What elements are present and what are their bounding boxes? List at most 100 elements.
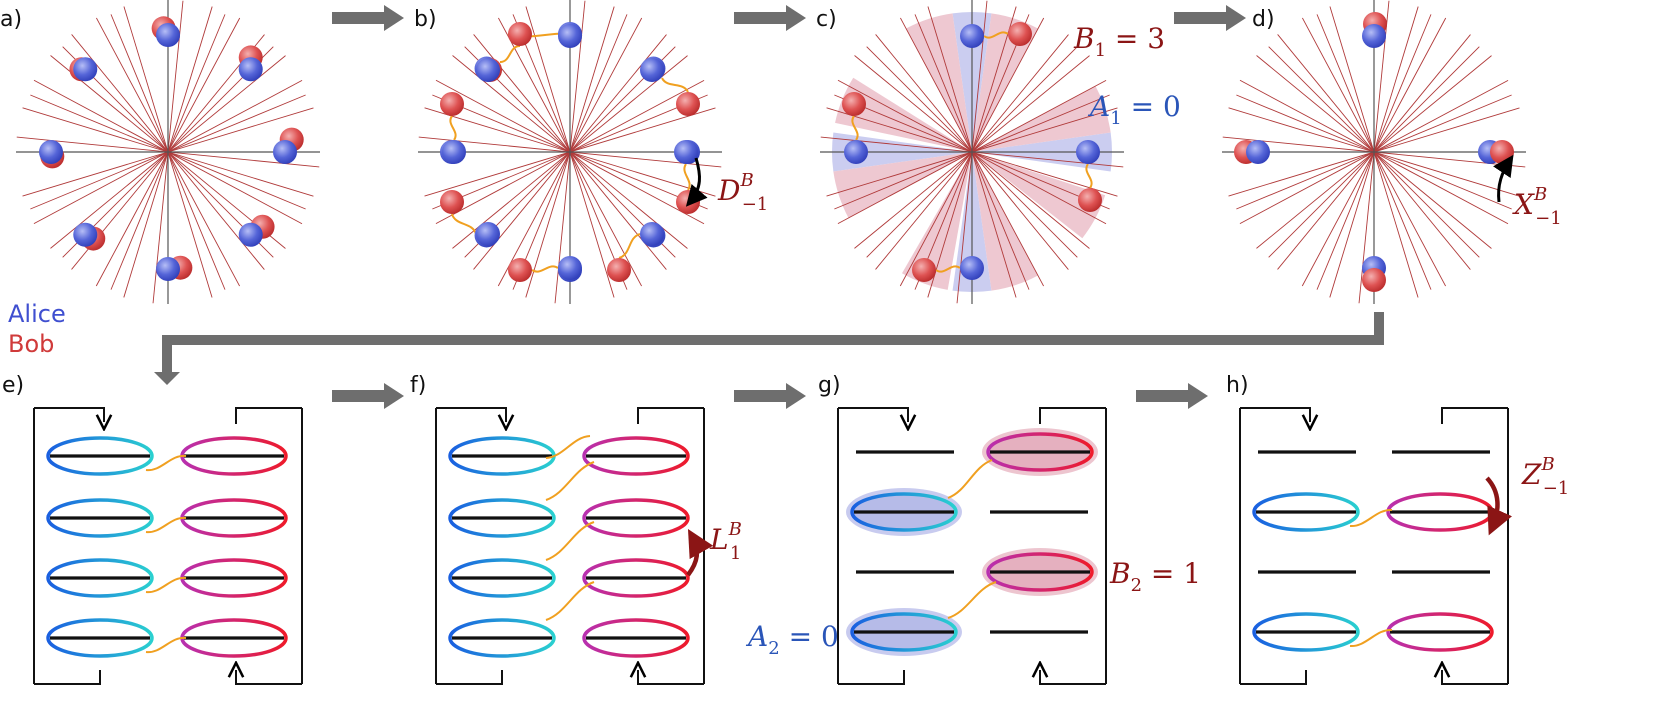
bob-ball xyxy=(842,92,866,116)
bob-ball xyxy=(440,92,464,116)
alice-ball xyxy=(1362,24,1386,48)
op-d-label: DB−1 xyxy=(717,170,768,215)
ladder-e-frame xyxy=(236,670,302,685)
alice-ball xyxy=(960,24,984,48)
alice-ball xyxy=(156,23,180,47)
arrow-l-op xyxy=(686,528,714,577)
step-arrow-b-c xyxy=(734,5,806,31)
ladder-f-frame xyxy=(637,407,704,424)
alice-ball xyxy=(640,58,664,82)
bob-ball xyxy=(508,22,532,46)
orbital-link xyxy=(545,581,595,621)
alice-ball xyxy=(558,24,582,48)
orbital-link xyxy=(545,521,595,561)
step-arrow-c-d xyxy=(1174,5,1246,31)
alice-orbital xyxy=(1252,612,1360,652)
ladder-f-frame xyxy=(436,670,503,685)
alice-orbital xyxy=(46,498,154,538)
result-b1-label: B1 = 3 xyxy=(1073,22,1165,61)
link xyxy=(1085,163,1093,189)
bob-orbital xyxy=(582,558,690,598)
alice-ball xyxy=(1076,140,1100,164)
op-z-label: ZB−1 xyxy=(1521,454,1569,499)
orbital-link xyxy=(947,459,993,499)
panel-label-a: a) xyxy=(0,7,22,32)
alice-orbital xyxy=(46,558,154,598)
bob-ball xyxy=(1008,22,1032,46)
ladder-f-frame xyxy=(638,670,704,685)
panel-label-g: g) xyxy=(818,373,841,398)
step-arrow-f-g xyxy=(734,383,806,409)
ladder-h-frame xyxy=(1240,670,1307,685)
alice-ball xyxy=(960,256,984,280)
alice-ball xyxy=(238,57,263,82)
link xyxy=(451,213,477,235)
step-arrow-a-b xyxy=(332,5,404,31)
op-x-label: XB−1 xyxy=(1512,184,1562,229)
wedge-bob xyxy=(972,152,1038,291)
ladder-panels xyxy=(33,407,1509,685)
orbital-link xyxy=(947,581,997,619)
ladder-h-frame xyxy=(1442,670,1508,685)
alice-ball xyxy=(73,222,98,247)
link xyxy=(851,115,859,141)
atom-balls xyxy=(39,12,1514,292)
alice-ball xyxy=(1246,140,1270,164)
ladder-g-frame xyxy=(838,407,908,422)
alice-ball xyxy=(476,222,500,246)
link xyxy=(449,115,457,141)
alice-ball xyxy=(39,140,63,164)
bob-ball xyxy=(676,92,700,116)
wedge-bob xyxy=(902,152,972,290)
link xyxy=(499,44,521,64)
alice-ball xyxy=(238,222,263,247)
panel-label-c: c) xyxy=(816,7,837,32)
step-arrow-g-h xyxy=(1136,383,1208,409)
arrow-z-op xyxy=(1485,476,1513,536)
alice-ball xyxy=(273,140,297,164)
alice-orbital xyxy=(850,612,958,652)
orbital-link xyxy=(145,454,187,472)
ladder-h-frame xyxy=(1240,407,1310,422)
connector-arrow-d-e xyxy=(154,312,1384,385)
arrow-x-op xyxy=(1493,154,1514,203)
bob-orbital xyxy=(1386,612,1494,652)
legend-alice: Alice xyxy=(8,300,66,328)
orbital-link xyxy=(145,516,187,534)
step-arrow-e-f xyxy=(332,383,404,409)
alice-orbital xyxy=(1252,492,1360,532)
bob-ball xyxy=(1078,188,1102,212)
bob-ball xyxy=(1362,268,1386,292)
alice-ball xyxy=(558,256,582,280)
bob-ball xyxy=(508,258,532,282)
ladder-e-frame xyxy=(235,407,302,424)
bob-ball xyxy=(912,258,936,282)
orbital-link xyxy=(1349,628,1393,648)
result-b2-label: B2 = 1 xyxy=(1109,557,1201,596)
orbital-link xyxy=(145,636,187,654)
ladder-e-frame xyxy=(34,670,101,685)
bob-orbital xyxy=(582,436,690,476)
ladder-g-frame xyxy=(838,670,905,685)
wedge-bob xyxy=(972,13,1038,152)
ladder-h-frame xyxy=(1441,407,1508,424)
orbital-link xyxy=(545,435,591,459)
bob-orbital xyxy=(986,432,1094,472)
orbital-link xyxy=(145,576,187,594)
alice-ball xyxy=(476,58,500,82)
outcome-wedges xyxy=(832,12,1112,293)
panel-label-e: e) xyxy=(2,373,24,398)
ladder-g-frame xyxy=(1040,670,1106,685)
orbital-link xyxy=(1349,508,1393,528)
panel-label-b: b) xyxy=(414,7,437,32)
bob-orbital xyxy=(986,552,1094,592)
link xyxy=(618,233,641,259)
alice-ball xyxy=(674,140,698,164)
alice-orbital xyxy=(46,436,154,476)
panel-label-f: f) xyxy=(410,373,426,398)
orbital-link xyxy=(545,461,595,501)
alice-ball xyxy=(640,222,664,246)
link xyxy=(661,77,689,93)
